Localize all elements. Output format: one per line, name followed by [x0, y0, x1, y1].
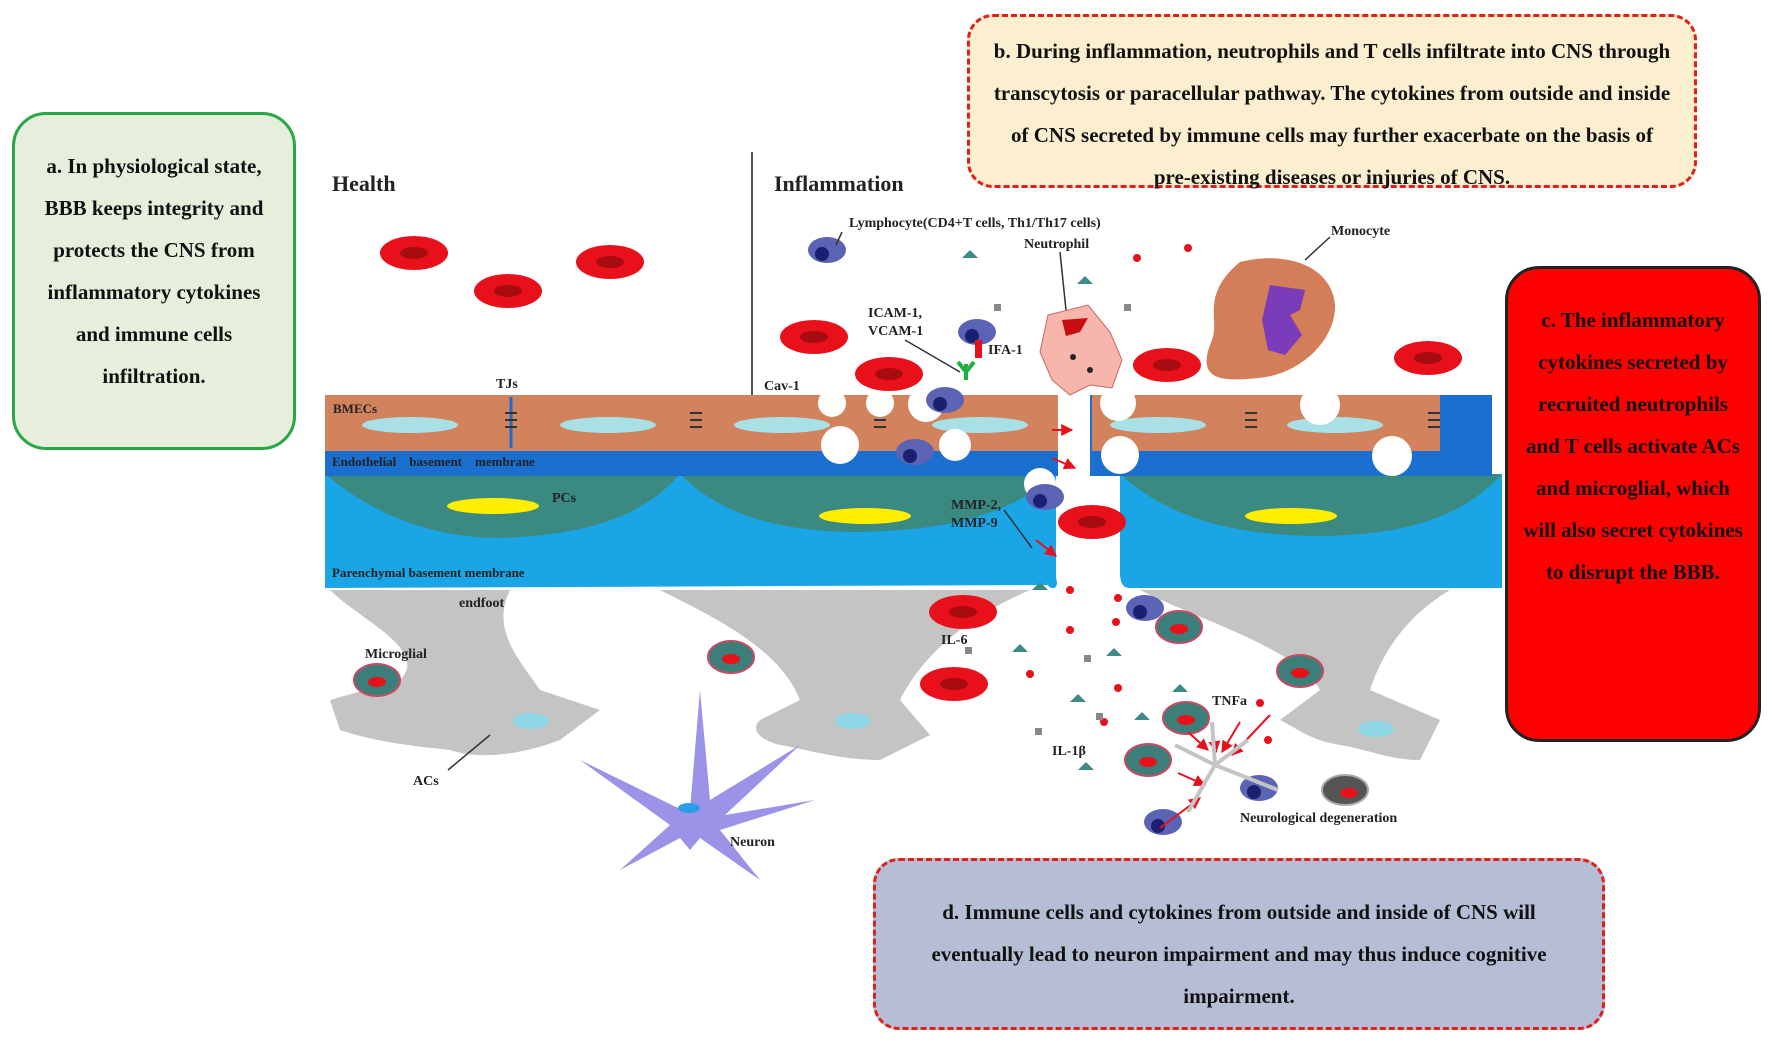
label-cav1: Cav-1 [764, 379, 800, 394]
monocyte-cell [1206, 258, 1336, 380]
astrocyte-nucleus [513, 713, 549, 729]
inflammation-section-title: Inflammation [774, 171, 904, 196]
caption-box-b: b. During inflammation, neutrophils and … [967, 14, 1697, 189]
degenerated-cell-nucleus [1340, 788, 1358, 798]
cytokine-squares [965, 304, 1131, 735]
caption-a-text: a. In physiological state, BBB keeps int… [44, 154, 264, 388]
label-monocyte: Monocyte [1331, 224, 1390, 239]
caption-box-a: a. In physiological state, BBB keeps int… [12, 112, 296, 450]
caption-box-c: c. The inflammatory cytokines secreted b… [1505, 266, 1761, 742]
endothelial-basement-membrane [325, 448, 1058, 476]
label-bmecs: BMECs [333, 401, 377, 416]
label-mmp2: MMP-2, [951, 498, 1001, 513]
label-neutrophil: Neutrophil [1024, 237, 1089, 252]
label-tjs: TJs [496, 377, 518, 392]
label-neurological-degeneration: Neurological degeneration [1240, 811, 1397, 826]
pericyte [447, 498, 539, 514]
pericyte [819, 508, 911, 524]
label-ifa: IFA-1 [988, 343, 1023, 358]
icam-receptor-icon [956, 360, 976, 380]
label-pcs: PCs [552, 491, 577, 506]
caption-box-d: d. Immune cells and cytokines from outsi… [873, 858, 1605, 1030]
astrocyte-nucleus [835, 713, 871, 729]
caption-d-text: d. Immune cells and cytokines from outsi… [931, 900, 1547, 1008]
caption-c-text: c. The inflammatory cytokines secreted b… [1523, 308, 1743, 584]
label-endothelial-basement-membrane: Endothelial basement membrane [332, 454, 535, 469]
label-endfoot: endfoot [459, 596, 504, 611]
neuron-cell [580, 690, 815, 880]
label-icam: ICAM-1, [868, 306, 922, 321]
degenerating-astrocyte [1174, 721, 1279, 813]
label-lymphocyte: Lymphocyte(CD4+T cells, Th1/Th17 cells) [849, 216, 1101, 231]
cytokine-triangles [962, 250, 1188, 770]
cytokine-dots [1026, 244, 1272, 744]
label-tnfa: TNFa [1212, 694, 1247, 709]
label-parenchymal-basement-membrane: Parenchymal basement membrane [332, 565, 525, 580]
label-mmp9: MMP-9 [951, 516, 998, 531]
ifa-receptor-icon [975, 340, 982, 358]
label-il1b: IL-1β [1052, 744, 1086, 759]
label-vcam: VCAM-1 [868, 324, 923, 339]
leader-lines [447, 231, 1331, 771]
neutrophil-cell [1039, 304, 1123, 396]
label-il6: IL-6 [941, 633, 967, 648]
label-neuron: Neuron [730, 835, 775, 850]
pericyte [1245, 508, 1337, 524]
astrocyte-nucleus [1358, 721, 1394, 737]
label-acs: ACs [413, 774, 439, 789]
health-section-title: Health [332, 171, 396, 196]
caption-b-text: b. During inflammation, neutrophils and … [993, 39, 1671, 189]
pericyte-layer [325, 474, 1502, 589]
label-microglial: Microglial [365, 647, 427, 662]
